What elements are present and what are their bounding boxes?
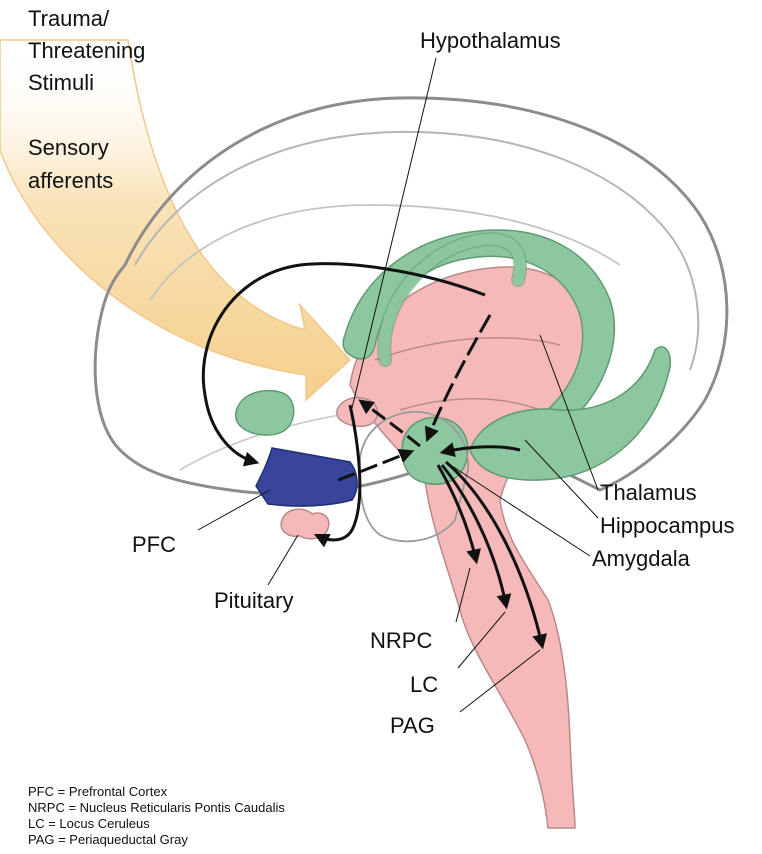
stimulus-label-line1: Trauma/ [28,6,110,31]
legend-pag: PAG = Periaqueductal Gray [28,832,188,847]
amygdala-label: Amygdala [592,546,691,571]
thalamus-label: Thalamus [600,480,697,505]
stimulus-label-line2: Threatening [28,38,145,63]
legend-pfc: PFC = Prefrontal Cortex [28,784,168,799]
hypothalamus-lobe [337,398,378,427]
hypothalamus-label: Hypothalamus [420,28,561,53]
lc-label: LC [410,672,438,697]
pfc-leader [198,490,270,530]
septal-green-blob [236,391,294,435]
sensory-label-line1: Sensory [28,135,109,160]
stimulus-label-line3: Stimuli [28,70,94,95]
pituitary-label: Pituitary [214,588,293,613]
legend-lc: LC = Locus Ceruleus [28,816,150,831]
pituitary-gland [281,509,329,539]
pag-label: PAG [390,713,435,738]
sensory-label-line2: afferents [28,168,113,193]
pfc-label: PFC [132,532,176,557]
legend-nrpc: NRPC = Nucleus Reticularis Pontis Caudal… [28,800,285,815]
pituitary-leader [268,535,298,585]
nrpc-label: NRPC [370,628,432,653]
hippocampus-label: Hippocampus [600,513,735,538]
